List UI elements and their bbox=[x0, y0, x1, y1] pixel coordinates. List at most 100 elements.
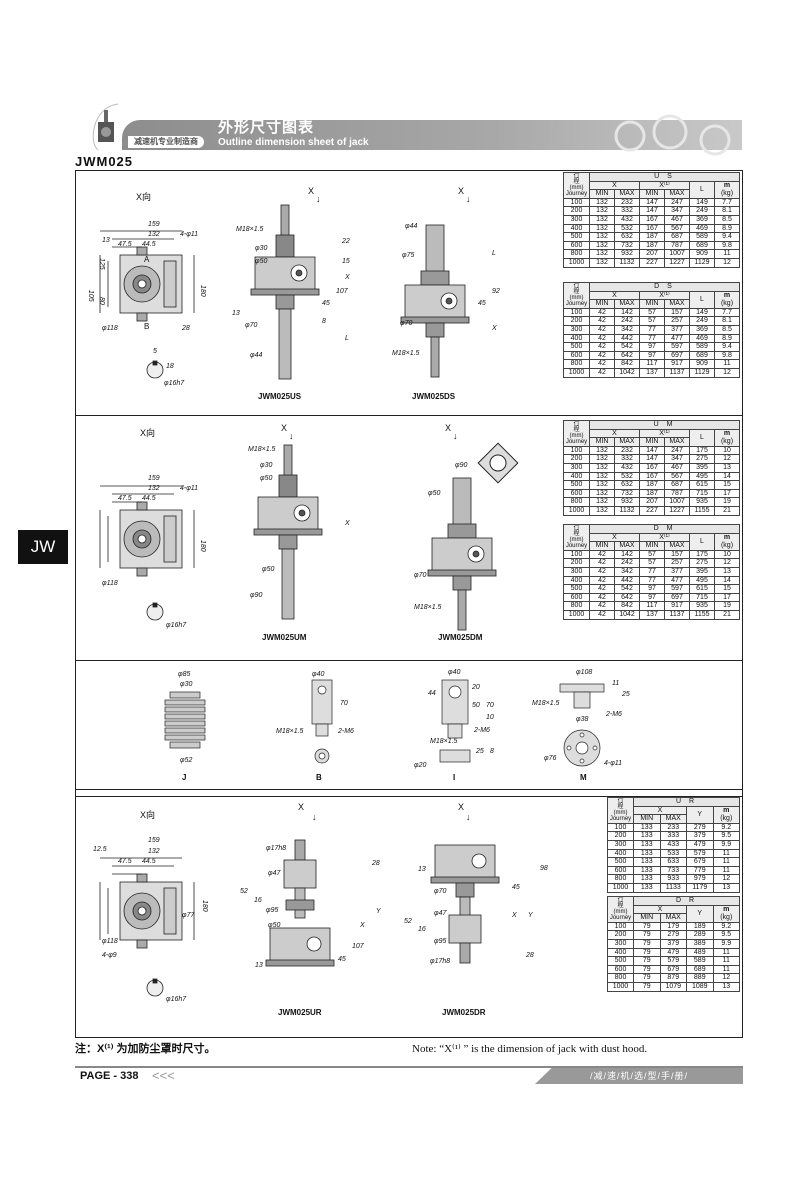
rod-end-i-drawing bbox=[439, 679, 471, 763]
dim-label: φ40 bbox=[448, 669, 461, 676]
table-cell: 1000 bbox=[607, 882, 634, 893]
table-cell: 13 bbox=[712, 882, 740, 893]
side-tab-jw[interactable]: JW bbox=[18, 530, 68, 564]
table-cell: 187 bbox=[639, 240, 665, 251]
back-arrows-icon[interactable]: <<< bbox=[152, 1068, 175, 1083]
table-cell: 132 bbox=[589, 240, 615, 251]
table-cell: 1137 bbox=[664, 609, 690, 620]
table-cell: 800 bbox=[563, 249, 590, 259]
table-cell: 257 bbox=[664, 558, 690, 568]
table-cell: 79 bbox=[633, 981, 661, 992]
table-cell: 133 bbox=[633, 839, 661, 850]
caption-ds: JWM025DS bbox=[412, 392, 456, 401]
table-cell: 432 bbox=[614, 462, 640, 473]
table-cell: 12 bbox=[714, 367, 740, 378]
dim-label: 47.5 bbox=[118, 241, 132, 248]
dim-label: 4-φ11 bbox=[604, 760, 623, 767]
table-cell: 589 bbox=[689, 342, 715, 352]
dim-label: 28 bbox=[182, 325, 190, 332]
table-cell: 9.2 bbox=[712, 921, 740, 932]
table-cell: 542 bbox=[614, 584, 640, 594]
table-cell: 232 bbox=[614, 197, 640, 208]
dim-label: M18×1.5 bbox=[248, 446, 276, 453]
table-cell: 715 bbox=[689, 592, 715, 603]
table-cell: 233 bbox=[659, 822, 687, 833]
table-cell: 8.9 bbox=[714, 223, 740, 234]
table-cell: 242 bbox=[614, 316, 640, 326]
table-cell: MIN bbox=[589, 541, 615, 551]
dim-label: 28 bbox=[372, 860, 380, 867]
dim-label: 159 bbox=[148, 221, 160, 228]
dim-label: φ108 bbox=[576, 669, 593, 676]
section-divider bbox=[75, 796, 743, 797]
table-cell: 7.7 bbox=[714, 197, 740, 208]
table-cell: 489 bbox=[686, 947, 714, 958]
table-cell: X bbox=[589, 180, 640, 191]
table-cell: 247 bbox=[664, 445, 690, 456]
dim-label: φ30 bbox=[180, 681, 193, 688]
table-cell: 132 bbox=[589, 497, 615, 507]
note-en: Note: “X⁽¹⁾ ” is the dimension of jack w… bbox=[412, 1043, 648, 1055]
table-cell: 187 bbox=[639, 480, 665, 490]
table-cell: 133 bbox=[633, 857, 661, 867]
dim-label: M18×1.5 bbox=[276, 728, 304, 735]
dim-label: φ40 bbox=[312, 671, 325, 678]
dim-label: 16 bbox=[254, 897, 262, 904]
table-cell: 8.1 bbox=[714, 206, 740, 216]
bellows-dust-hood-drawing bbox=[164, 691, 206, 749]
table-cell: 9.5 bbox=[712, 930, 740, 940]
table-cell: 132 bbox=[589, 480, 615, 490]
table-cell: 479 bbox=[686, 839, 714, 850]
table-cell: 8.1 bbox=[714, 316, 740, 326]
dim-label: L bbox=[345, 335, 349, 342]
table-cell: 9.4 bbox=[714, 232, 740, 242]
table-cell: 347 bbox=[664, 454, 690, 464]
table-cell: 11 bbox=[712, 848, 740, 859]
table-cell: 21 bbox=[714, 609, 740, 620]
table-cell: 77 bbox=[639, 566, 665, 577]
dim-label: 47.5 bbox=[118, 495, 132, 502]
table-cell: 100 bbox=[563, 445, 590, 456]
dim-label: φ70 bbox=[400, 320, 413, 327]
table-cell: 149 bbox=[689, 307, 715, 318]
table-cell: 332 bbox=[614, 206, 640, 216]
table-cell: 889 bbox=[686, 973, 714, 983]
journey-header: 行程(mm)Journey bbox=[563, 420, 590, 447]
table-cell: 300 bbox=[563, 566, 590, 577]
caption-i: I bbox=[453, 773, 456, 782]
table-cell: 395 bbox=[689, 462, 715, 473]
table-cell: 42 bbox=[589, 333, 615, 344]
dim-label: 132 bbox=[148, 231, 160, 238]
table-cell: 800 bbox=[607, 973, 634, 983]
table-cell: 1089 bbox=[686, 981, 714, 992]
dim-label: 52 bbox=[240, 888, 248, 895]
table-cell: m(kg) bbox=[714, 290, 740, 309]
table-cell: 79 bbox=[633, 956, 661, 966]
table-cell: 10 bbox=[714, 549, 740, 560]
dim-label: 180 bbox=[199, 285, 206, 297]
table-cell: 97 bbox=[639, 350, 665, 361]
table-cell: D S bbox=[589, 282, 740, 292]
table-cell: 347 bbox=[664, 206, 690, 216]
table-cell: 12 bbox=[714, 257, 740, 268]
down-arrow-icon: ↓ bbox=[289, 431, 294, 441]
journey-header: 行程(mm)Journey bbox=[607, 896, 634, 923]
table-cell: MIN bbox=[639, 437, 665, 447]
table-cell: U R bbox=[633, 797, 740, 807]
table-cell: 1079 bbox=[659, 981, 687, 992]
table-cell: 9.8 bbox=[714, 350, 740, 361]
